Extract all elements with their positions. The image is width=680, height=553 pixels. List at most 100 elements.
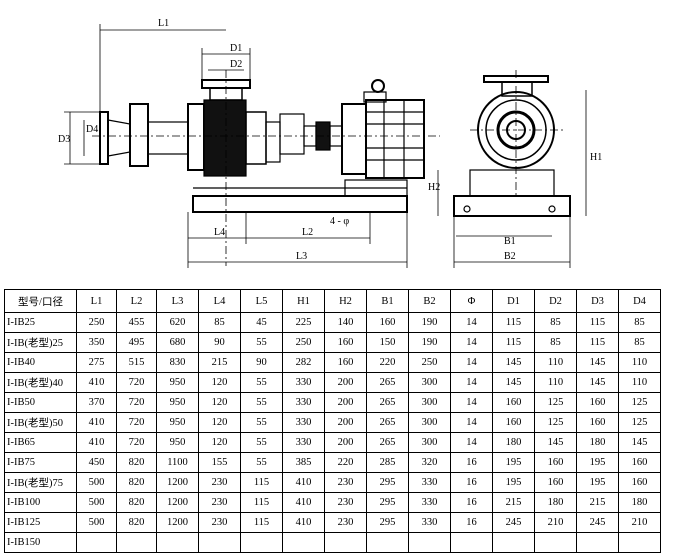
- value-cell: 1200: [156, 512, 199, 533]
- model-cell: I-IB65: [4, 432, 77, 453]
- value-cell: 160: [618, 452, 661, 473]
- value-cell: 200: [324, 432, 367, 453]
- pump-side-view: [92, 70, 440, 266]
- value-cell: [240, 532, 283, 553]
- value-cell: 160: [576, 392, 619, 413]
- value-cell: 14: [450, 372, 493, 393]
- value-cell: 195: [576, 452, 619, 473]
- value-cell: 145: [492, 372, 535, 393]
- column-header: D3: [576, 289, 619, 313]
- value-cell: 370: [76, 392, 117, 413]
- value-cell: 820: [116, 512, 157, 533]
- value-cell: 155: [198, 452, 241, 473]
- value-cell: 830: [156, 352, 199, 373]
- value-cell: 120: [198, 412, 241, 433]
- value-cell: 720: [116, 372, 157, 393]
- label-d2: D2: [230, 59, 242, 70]
- value-cell: 620: [156, 312, 199, 333]
- value-cell: 282: [282, 352, 325, 373]
- value-cell: 120: [198, 392, 241, 413]
- value-cell: 16: [450, 512, 493, 533]
- value-cell: 250: [282, 332, 325, 353]
- value-cell: 300: [408, 392, 451, 413]
- value-cell: 125: [618, 412, 661, 433]
- value-cell: 85: [198, 312, 241, 333]
- value-cell: 215: [576, 492, 619, 513]
- dimension-lines: [64, 24, 587, 268]
- label-h2: H2: [428, 182, 440, 193]
- label-phi: 4 - φ: [330, 216, 349, 227]
- value-cell: 265: [366, 372, 409, 393]
- value-cell: 180: [492, 432, 535, 453]
- value-cell: [116, 532, 157, 553]
- value-cell: 150: [366, 332, 409, 353]
- column-header: D4: [618, 289, 661, 313]
- value-cell: 515: [116, 352, 157, 373]
- value-cell: 55: [240, 332, 283, 353]
- value-cell: 215: [198, 352, 241, 373]
- value-cell: 950: [156, 432, 199, 453]
- value-cell: 110: [618, 372, 661, 393]
- column-header: D1: [492, 289, 535, 313]
- value-cell: 55: [240, 452, 283, 473]
- value-cell: 265: [366, 392, 409, 413]
- label-l2: L2: [302, 227, 313, 238]
- value-cell: 410: [282, 472, 325, 493]
- label-d4: D4: [86, 124, 98, 135]
- value-cell: 14: [450, 312, 493, 333]
- value-cell: 1200: [156, 472, 199, 493]
- model-cell: I-IB150: [4, 532, 77, 553]
- value-cell: 385: [282, 452, 325, 473]
- value-cell: [156, 532, 199, 553]
- label-d3: D3: [58, 134, 70, 145]
- label-l1: L1: [158, 18, 169, 29]
- value-cell: 110: [534, 352, 577, 373]
- value-cell: 160: [366, 312, 409, 333]
- value-cell: 275: [76, 352, 117, 373]
- model-cell: I-IB125: [4, 512, 77, 533]
- value-cell: 160: [324, 332, 367, 353]
- value-cell: 225: [282, 312, 325, 333]
- value-cell: 410: [76, 432, 117, 453]
- value-cell: 160: [324, 352, 367, 373]
- value-cell: 330: [282, 432, 325, 453]
- model-cell: I-IB(老型)25: [4, 332, 77, 353]
- value-cell: 210: [534, 512, 577, 533]
- column-header: L4: [198, 289, 241, 313]
- value-cell: [366, 532, 409, 553]
- value-cell: 230: [324, 472, 367, 493]
- column-header: L5: [240, 289, 283, 313]
- value-cell: [282, 532, 325, 553]
- value-cell: 1100: [156, 452, 199, 473]
- value-cell: 14: [450, 332, 493, 353]
- value-cell: 680: [156, 332, 199, 353]
- value-cell: [76, 532, 117, 553]
- model-cell: I-IB40: [4, 352, 77, 373]
- value-cell: 285: [366, 452, 409, 473]
- value-cell: 16: [450, 452, 493, 473]
- value-cell: 140: [324, 312, 367, 333]
- value-cell: 115: [576, 332, 619, 353]
- value-cell: 300: [408, 372, 451, 393]
- value-cell: 120: [198, 432, 241, 453]
- model-cell: I-IB(老型)50: [4, 412, 77, 433]
- value-cell: 455: [116, 312, 157, 333]
- value-cell: 125: [534, 412, 577, 433]
- value-cell: 125: [618, 392, 661, 413]
- value-cell: 320: [408, 452, 451, 473]
- column-header: 型号/口径: [4, 289, 77, 313]
- pump-dimension-drawing: L1 D1 D2 D3 D4 H2 H1 L4 L2 L3 4 - φ B1 B…: [58, 18, 602, 268]
- value-cell: 14: [450, 392, 493, 413]
- value-cell: 295: [366, 472, 409, 493]
- value-cell: 410: [76, 412, 117, 433]
- value-cell: 230: [198, 492, 241, 513]
- value-cell: 110: [618, 352, 661, 373]
